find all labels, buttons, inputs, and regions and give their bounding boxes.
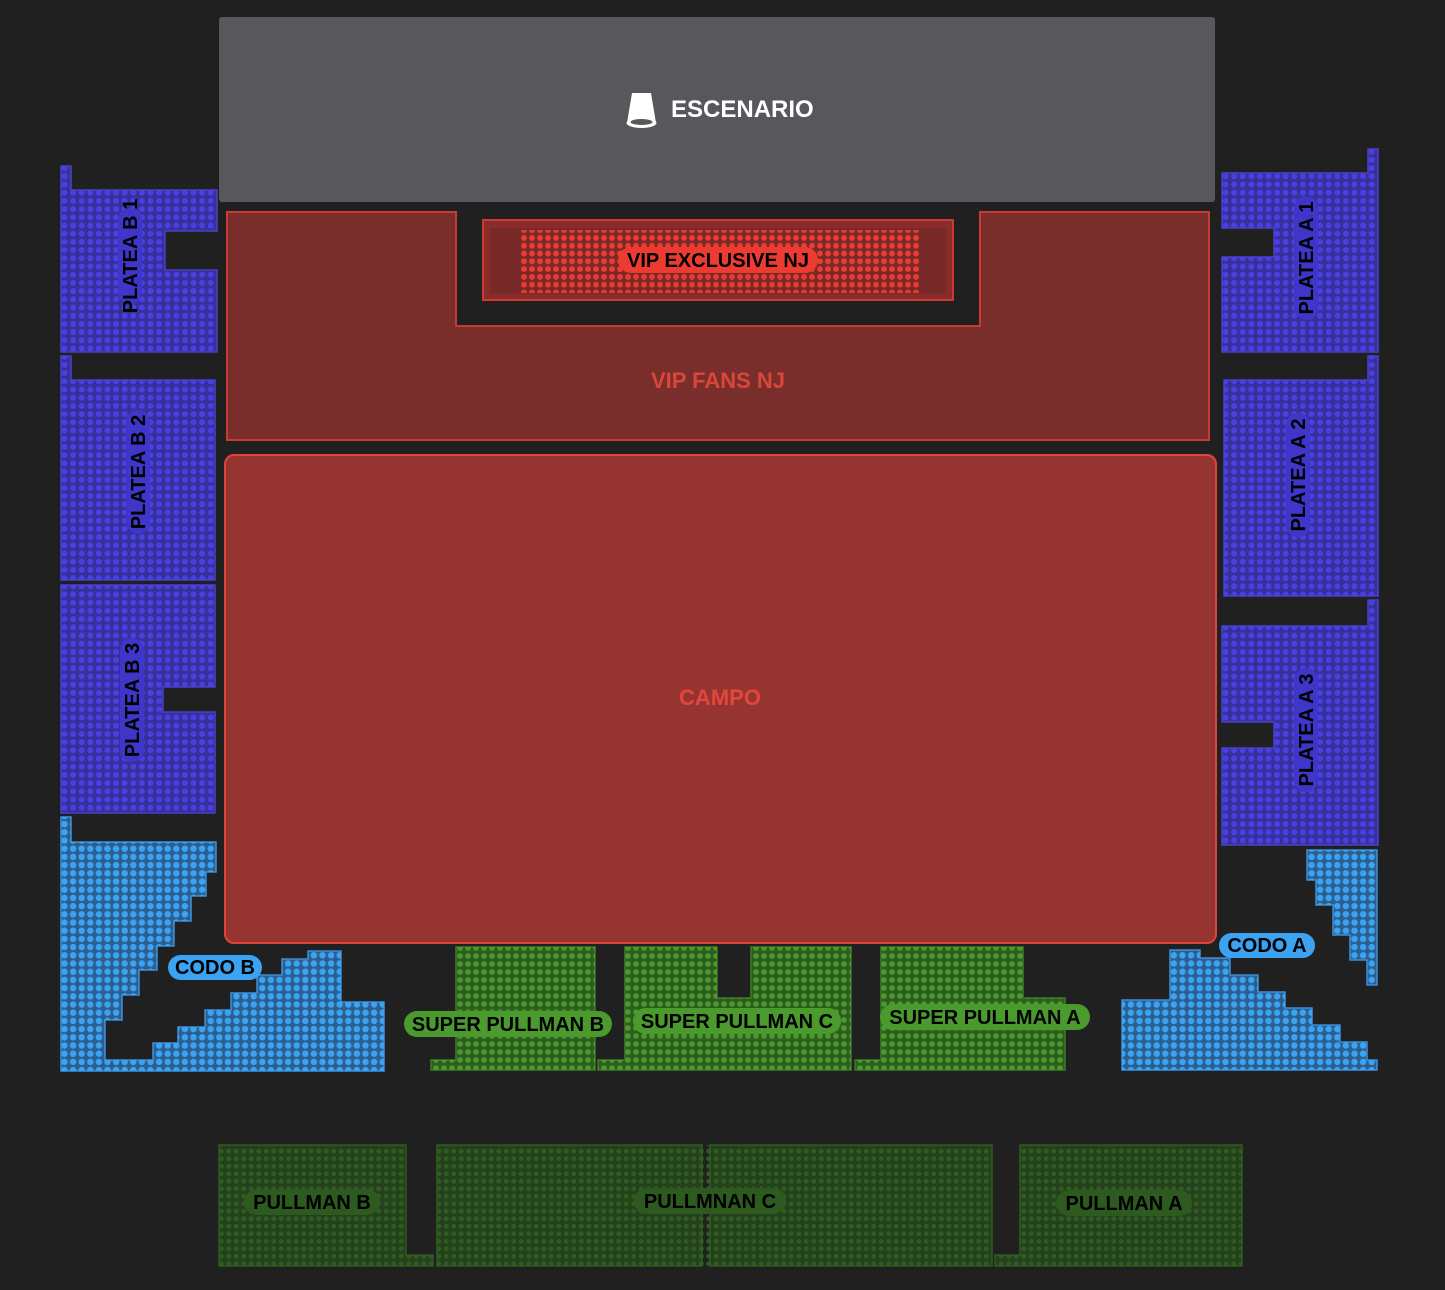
super-pullman-b-label: SUPER PULLMAN B — [412, 1014, 604, 1036]
super-pullman-a-label: SUPER PULLMAN A — [889, 1007, 1080, 1029]
platea-a1-label: PLATEA A 1 — [1296, 202, 1318, 315]
section-pullman-a[interactable]: PULLMAN A — [994, 1144, 1243, 1267]
section-pullman-c[interactable]: PULLMNAN C — [436, 1144, 993, 1267]
platea-b3-label: PLATEA B 3 — [122, 643, 144, 757]
platea-b1-label: PLATEA B 1 — [120, 199, 142, 313]
super-pullman-c-label: SUPER PULLMAN C — [641, 1011, 833, 1033]
section-vip-exclusive[interactable]: VIP EXCLUSIVE NJ — [482, 219, 954, 301]
codo-b-label: CODO B — [175, 957, 255, 979]
section-super-pullman-a[interactable]: SUPER PULLMAN A — [854, 946, 1090, 1071]
platea-b2-label: PLATEA B 2 — [128, 415, 150, 529]
campo-label: CAMPO — [679, 685, 761, 710]
section-super-pullman-b[interactable]: SUPER PULLMAN B — [404, 946, 612, 1071]
section-platea-a1[interactable]: PLATEA A 1 — [1221, 148, 1379, 353]
section-platea-a2[interactable]: PLATEA A 2 — [1223, 355, 1379, 597]
section-vip-fans[interactable]: VIP FANS NJ — [226, 211, 1210, 441]
codo-a-label: CODO A — [1227, 935, 1306, 957]
vip-exclusive-label: VIP EXCLUSIVE NJ — [627, 250, 809, 272]
section-campo[interactable]: CAMPO — [224, 454, 1217, 944]
section-super-pullman-c[interactable]: SUPER PULLMAN C — [597, 946, 852, 1071]
pullman-a-label: PULLMAN A — [1065, 1193, 1182, 1215]
section-platea-b1[interactable]: PLATEA B 1 — [60, 165, 218, 353]
stage: ESCENARIO — [219, 17, 1215, 202]
stage-speaker-icon — [626, 93, 657, 128]
pullman-b-label: PULLMAN B — [253, 1192, 371, 1214]
section-codo-b[interactable]: CODO B — [60, 816, 385, 1072]
vip-fans-label: VIP FANS NJ — [651, 368, 785, 393]
section-platea-a3[interactable]: PLATEA A 3 — [1221, 599, 1379, 846]
section-platea-b2[interactable]: PLATEA B 2 — [60, 355, 216, 581]
section-pullman-b[interactable]: PULLMAN B — [218, 1144, 434, 1267]
section-platea-b3[interactable]: PLATEA B 3 — [60, 584, 216, 814]
stage-label: ESCENARIO — [671, 96, 814, 123]
platea-a2-label: PLATEA A 2 — [1288, 419, 1310, 532]
pullman-c-label: PULLMNAN C — [644, 1191, 776, 1213]
section-codo-a[interactable]: CODO A — [1121, 849, 1378, 1071]
platea-a3-label: PLATEA A 3 — [1296, 674, 1318, 787]
